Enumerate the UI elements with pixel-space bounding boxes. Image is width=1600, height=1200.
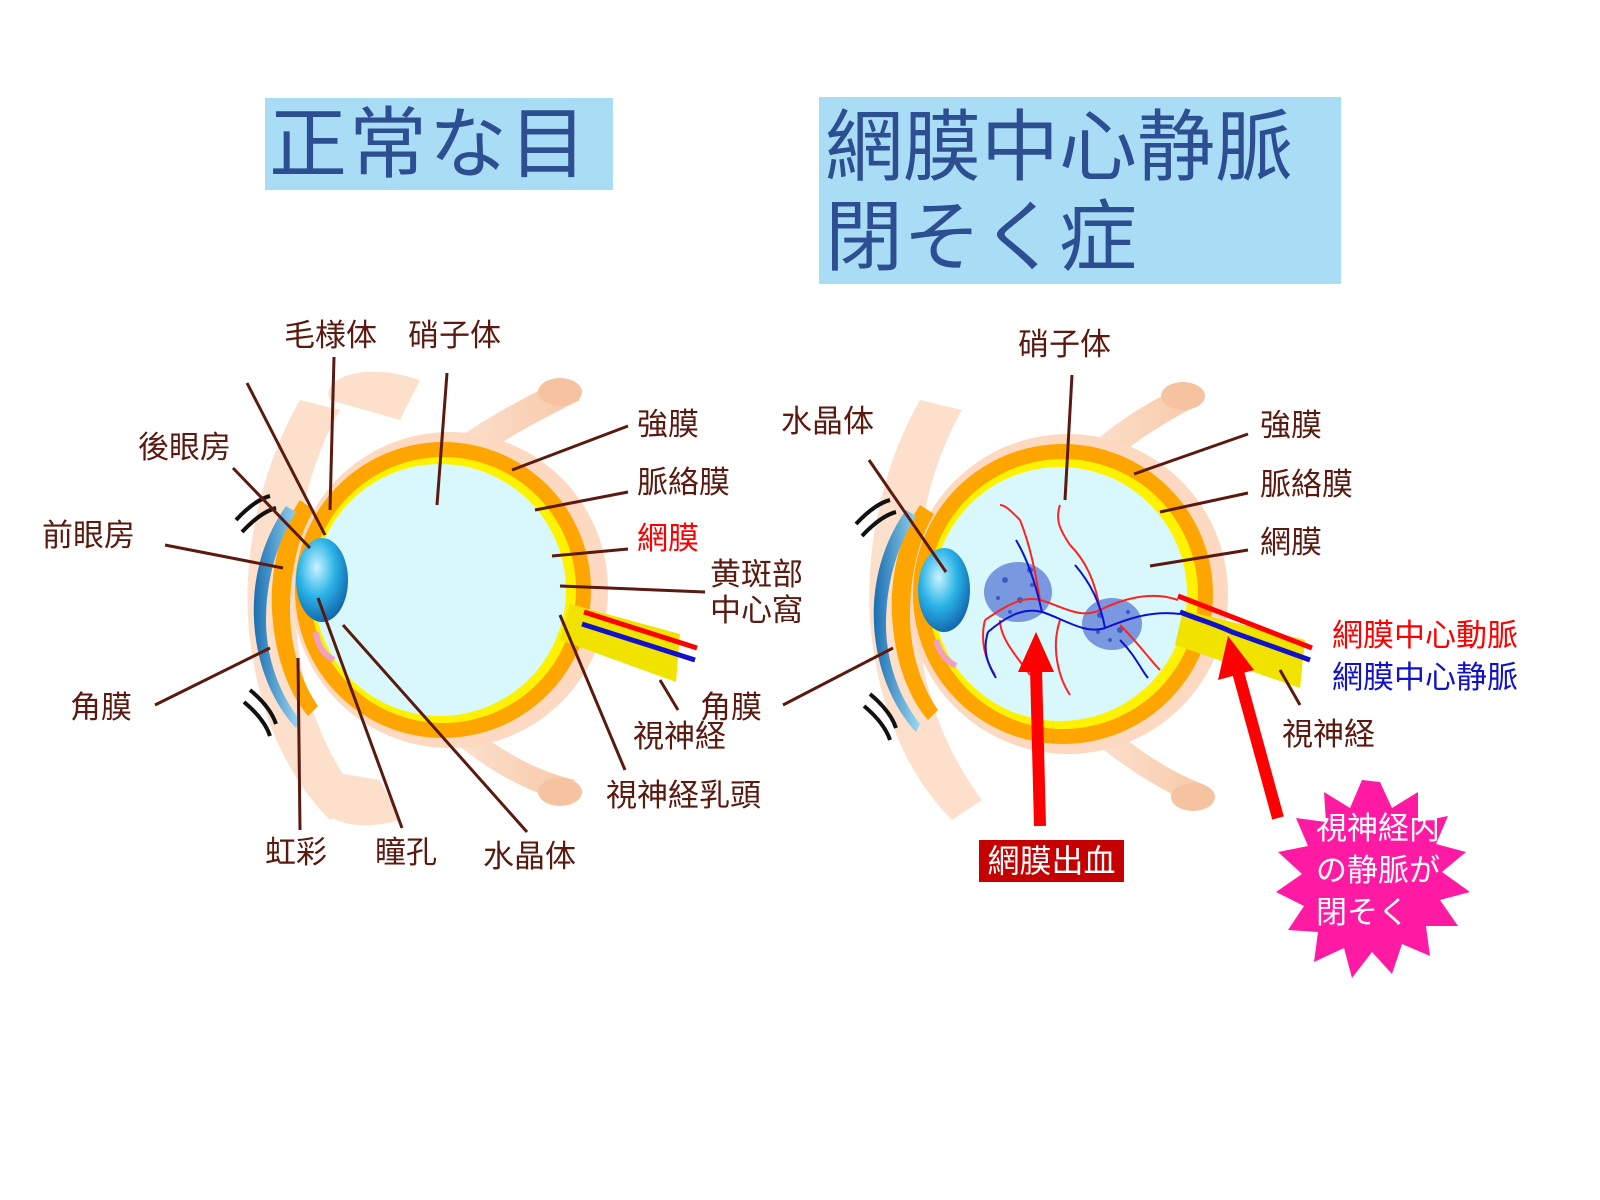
title-crvo: 網膜中心静脈 閉そく症	[819, 97, 1341, 284]
label-anterior-chamber: 前眼房	[42, 518, 135, 554]
label-r-sclera: 強膜	[1260, 408, 1322, 444]
label-choroid: 脈絡膜	[637, 465, 730, 501]
label-r-vitreous: 硝子体	[1018, 327, 1111, 363]
label-r-vein: 網膜中心静脈	[1332, 660, 1518, 696]
occlusion-arrow	[1218, 636, 1284, 820]
label-r-cornea: 角膜	[700, 690, 762, 726]
label-ciliary-body: 毛様体	[284, 318, 377, 354]
right-eye-leaders	[782, 374, 1302, 707]
occlusion-callout-line2: の静脈が	[1316, 853, 1440, 889]
label-lens: 水晶体	[483, 839, 576, 875]
title-normal-eye: 正常な目	[265, 98, 613, 190]
left-eye-illustration	[234, 371, 698, 826]
label-sclera: 強膜	[637, 407, 699, 443]
label-r-lens: 水晶体	[781, 404, 874, 440]
label-vitreous: 硝子体	[408, 318, 501, 354]
label-r-artery: 網膜中心動脈	[1332, 618, 1518, 654]
hemorrhage-arrow	[1018, 632, 1054, 827]
label-macula-line1: 黄斑部	[710, 557, 803, 593]
occlusion-burst	[1276, 780, 1470, 978]
label-r-choroid: 脈絡膜	[1260, 467, 1353, 503]
title-crvo-line2: 閉そく症	[825, 193, 1138, 283]
label-cornea: 角膜	[70, 690, 132, 726]
left-eye-leaders	[154, 356, 706, 833]
label-r-optic-nerve: 視神経	[1282, 717, 1375, 753]
label-r-retina: 網膜	[1260, 525, 1322, 561]
right-eye-illustration	[854, 382, 1313, 820]
left-eye-labels: 毛様体 硝子体 後眼房 前眼房 強膜 脈絡膜 網膜 黄斑部 中心窩 角膜 視神経…	[42, 318, 803, 875]
label-optic-nerve: 視神経	[633, 719, 726, 755]
label-retina: 網膜	[637, 521, 699, 557]
occlusion-callout-line1: 視神経内	[1316, 811, 1440, 847]
occlusion-callout: 視神経内 の静脈が 閉そく	[1316, 808, 1506, 934]
occlusion-callout-line3: 閉そく	[1316, 895, 1409, 931]
label-optic-disc: 視神経乳頭	[606, 778, 761, 814]
hemorrhage-callout: 網膜出血	[979, 840, 1124, 882]
title-crvo-line1: 網膜中心静脈	[825, 103, 1294, 193]
label-posterior-chamber: 後眼房	[138, 430, 231, 466]
right-eye-labels: 硝子体 水晶体 強膜 脈絡膜 網膜 網膜中心動脈 網膜中心静脈 視神経 角膜	[700, 327, 1518, 753]
label-macula-line2: 中心窩	[710, 593, 803, 629]
retinal-vessels	[982, 504, 1181, 696]
label-iris: 虹彩	[265, 835, 327, 871]
label-pupil: 瞳孔	[375, 835, 437, 871]
